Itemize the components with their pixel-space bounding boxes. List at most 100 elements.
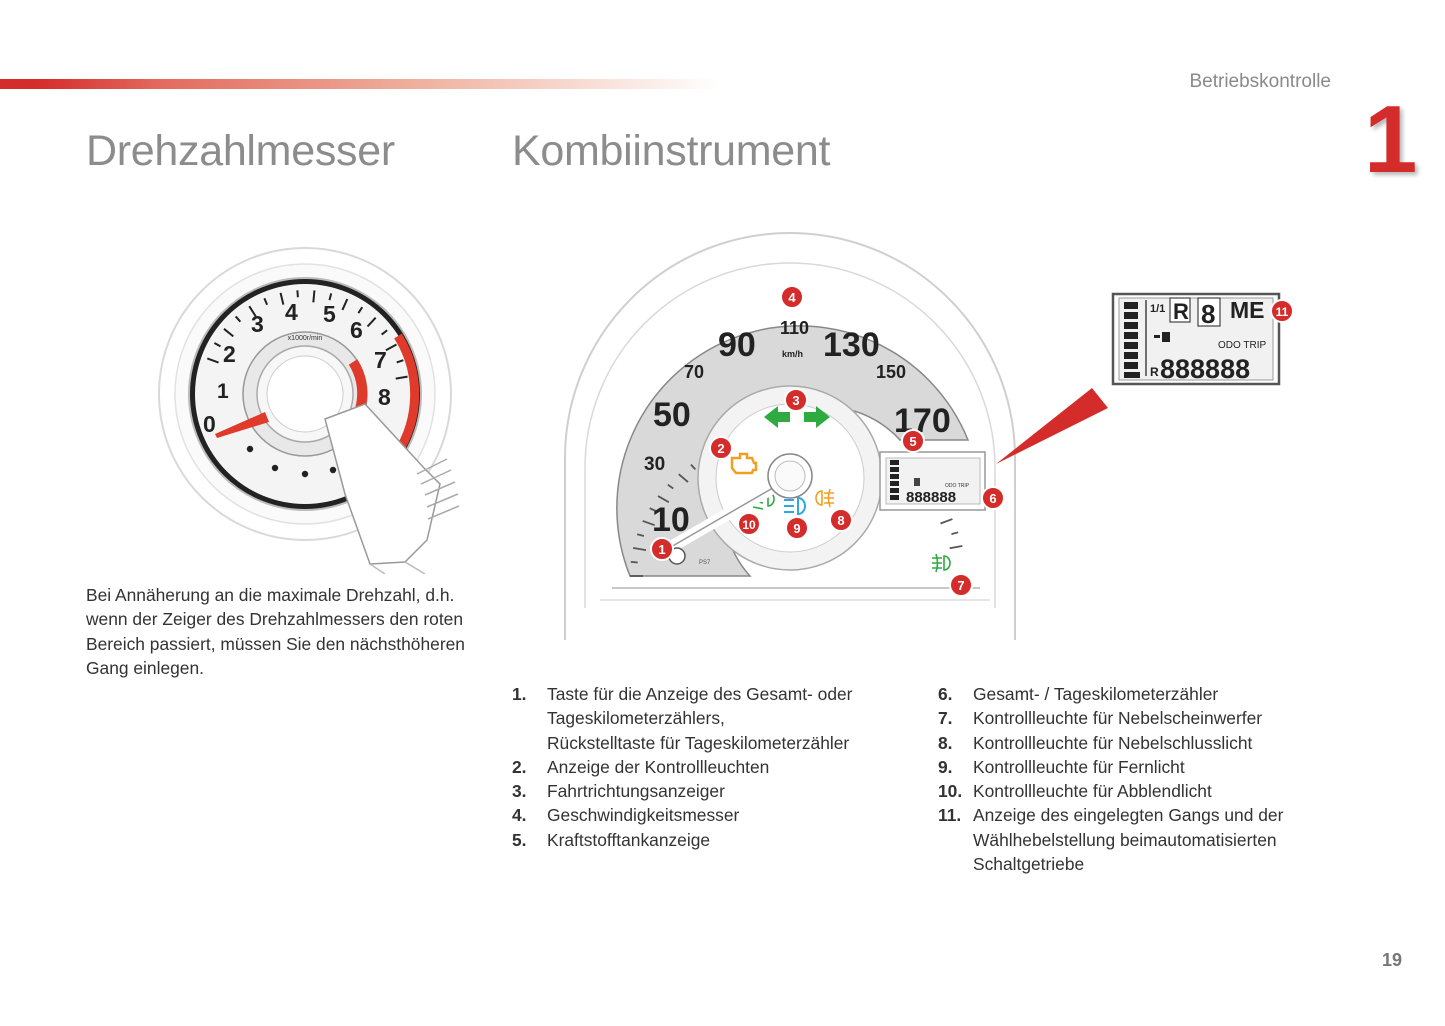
callout-2: 2 (709, 436, 733, 460)
tach-tick (279, 292, 285, 305)
tach-tick (223, 328, 234, 338)
fuel-level-bars (1124, 302, 1140, 378)
speed-unit-label: km/h (782, 349, 803, 359)
speed-tick (636, 533, 645, 537)
callout-11: 11 (1270, 299, 1294, 323)
legend-list-left: 1.Taste für die Anzeige des Gesamt- oder… (512, 682, 912, 852)
callout-9: 9 (785, 516, 809, 540)
tach-dot (301, 470, 309, 478)
tach-tick (328, 293, 333, 301)
speed-tick (951, 531, 959, 536)
lcd-zoom-display: 1/1 R 8 ME ODO TRIP R 888888 11 (1111, 292, 1294, 386)
tach-label-8: 8 (378, 384, 391, 410)
speed-tick (649, 507, 657, 512)
lcd-mode: ME (1230, 297, 1265, 323)
tach-tick (395, 375, 408, 380)
svg-text:9: 9 (793, 521, 800, 536)
tach-tick (381, 329, 388, 336)
header-accent-bar (0, 79, 720, 89)
tach-tick (263, 297, 269, 306)
tach-dot (329, 466, 337, 474)
speed-tick (630, 561, 638, 564)
tach-unit-label: x1000r/min (288, 335, 323, 342)
callout-8: 8 (829, 508, 853, 532)
list-item: 5.Kraftstofftankanzeige (512, 829, 711, 850)
list-item: 1.Taste für die Anzeige des Gesamt- oder… (512, 684, 853, 753)
tach-dot (271, 464, 279, 472)
section-label: Betriebskontrolle (1189, 71, 1331, 92)
tach-tick (213, 342, 221, 348)
odo-trip-small: ODO TRIP (945, 483, 970, 489)
tach-label-0: 0 (203, 411, 216, 437)
rear-fog-light-icon (815, 488, 834, 508)
tach-tick (248, 305, 257, 317)
list-item: 6.Gesamt- / Tageskilometerzähler (938, 684, 1219, 704)
tach-tick (341, 298, 349, 311)
tach-label-2: 2 (223, 341, 236, 367)
lcd-gear-digit: 8 (1201, 299, 1215, 329)
speed-tick (678, 473, 689, 483)
list-item: 2.Anzeige der Kontrollleuchten (512, 756, 770, 777)
high-beam-icon (784, 496, 806, 516)
page-number: 19 (1382, 950, 1403, 970)
callout-7: 7 (949, 573, 973, 597)
list-item: 8.Kontrollleuchte für Nebelschlusslicht (938, 732, 1253, 753)
front-fog-light-icon (932, 553, 951, 573)
lcd-odo-trip: ODO TRIP (1218, 340, 1266, 351)
title-kombiinstrument: Kombiinstrument (512, 127, 831, 175)
svg-text:10: 10 (742, 518, 756, 532)
svg-text:3: 3 (792, 393, 799, 408)
drehzahl-paragraph: Bei Annäherung an die maximale Drehzahl,… (86, 585, 465, 679)
instrument-cluster-illustration: 10 30 50 70 90 110 130 150 170 km/h PS7 … (564, 232, 1016, 640)
speed-tick (690, 464, 697, 470)
tach-label-4: 4 (285, 299, 298, 325)
speed-tick (657, 495, 670, 504)
callout-1: 1 (650, 537, 674, 561)
lcd-digits: 888888 (1160, 354, 1250, 384)
list-item: 11.Anzeige des eingelegten Gangs und der… (938, 805, 1284, 875)
callout-10: 10 (737, 512, 761, 536)
list-item: 3.Fahrtrichtungsanzeiger (512, 781, 725, 802)
right-turn-arrow-icon (804, 406, 830, 428)
speed-tick (633, 547, 647, 551)
chapter-number: 1 (1364, 86, 1418, 193)
list-item: 10.Kontrollleuchte für Abblendlicht (938, 781, 1212, 802)
list-item: 9.Kontrollleuchte für Fernlicht (938, 756, 1185, 777)
lcd-r-small: R (1150, 365, 1159, 379)
tach-tick (234, 315, 242, 323)
tach-tick (296, 290, 299, 298)
speed-label-110: 110 (780, 318, 809, 338)
left-turn-arrow-icon (764, 406, 790, 428)
fuel-pump-icon (1154, 332, 1170, 342)
svg-text:8: 8 (837, 513, 844, 528)
lcd-pointer-arrow (996, 388, 1108, 464)
svg-text:4: 4 (788, 290, 796, 305)
lcd-fraction: 1/1 (1150, 303, 1165, 315)
speed-label-150: 150 (876, 362, 906, 382)
tach-tick (385, 343, 397, 352)
svg-text:1: 1 (658, 542, 665, 557)
speed-tick (940, 518, 953, 525)
speed-tick (667, 483, 674, 490)
tach-label-3: 3 (251, 311, 264, 337)
tach-label-7: 7 (374, 347, 387, 373)
tach-label-6: 6 (350, 317, 363, 343)
legend-list-right: 6.Gesamt- / Tageskilometerzähler 7.Kontr… (938, 682, 1338, 876)
engine-warning-icon (730, 452, 758, 475)
fuel-pump-icon-small (914, 478, 920, 486)
tach-label-1: 1 (217, 380, 229, 403)
callout-4: 4 (780, 285, 804, 309)
lcd-digits-small: 888888 (906, 489, 956, 506)
tach-tick (206, 357, 219, 364)
speed-label-90: 90 (718, 326, 756, 364)
tach-dot (246, 445, 254, 453)
speed-label-50: 50 (653, 396, 691, 434)
tach-label-5: 5 (323, 301, 336, 327)
tach-tick (366, 317, 377, 328)
ps-label: PS7 (699, 560, 711, 566)
svg-text:5: 5 (909, 434, 916, 449)
svg-text:11: 11 (1276, 305, 1289, 319)
tach-tick (357, 306, 364, 314)
svg-text:7: 7 (957, 578, 964, 593)
speed-label-130: 130 (823, 326, 880, 364)
